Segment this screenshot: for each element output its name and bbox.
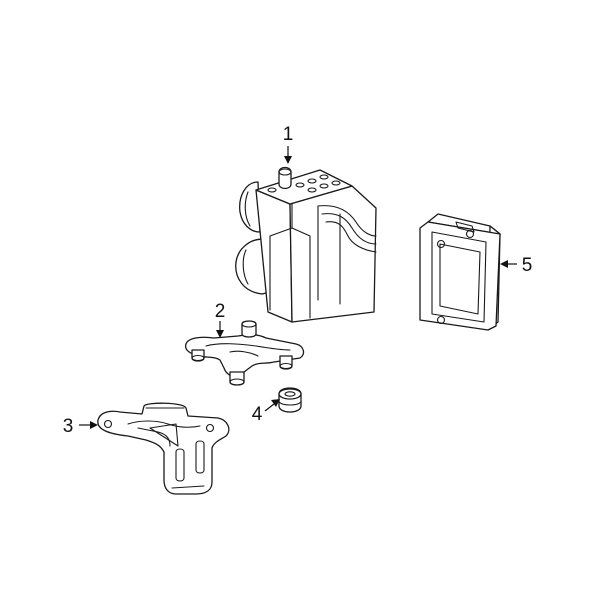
callout-5-label: 5 [522,255,533,276]
callout-1-arrow-icon [284,156,292,164]
upper-mounting-bracket[interactable] [184,320,305,386]
callout-4-leader [264,403,275,412]
callout-2-label: 2 [215,301,226,322]
callout-4-label: 4 [252,404,263,425]
abs-hydraulic-unit[interactable] [235,166,377,323]
callout-2: 2 [215,301,226,338]
callout-4: 4 [252,399,280,425]
callout-1-label: 1 [283,124,294,145]
callout-5-arrow-icon [500,260,508,268]
callout-3-label: 3 [63,416,74,437]
lower-bracket[interactable] [97,402,230,495]
callout-2-arrow-icon [216,330,224,338]
callout-1: 1 [283,124,294,164]
callout-5: 5 [500,255,532,276]
callout-3-arrow-icon [90,421,98,429]
callout-3: 3 [63,416,98,437]
grommet[interactable] [278,387,302,413]
control-module[interactable] [419,213,501,331]
callout-4-arrow-icon [271,399,280,407]
